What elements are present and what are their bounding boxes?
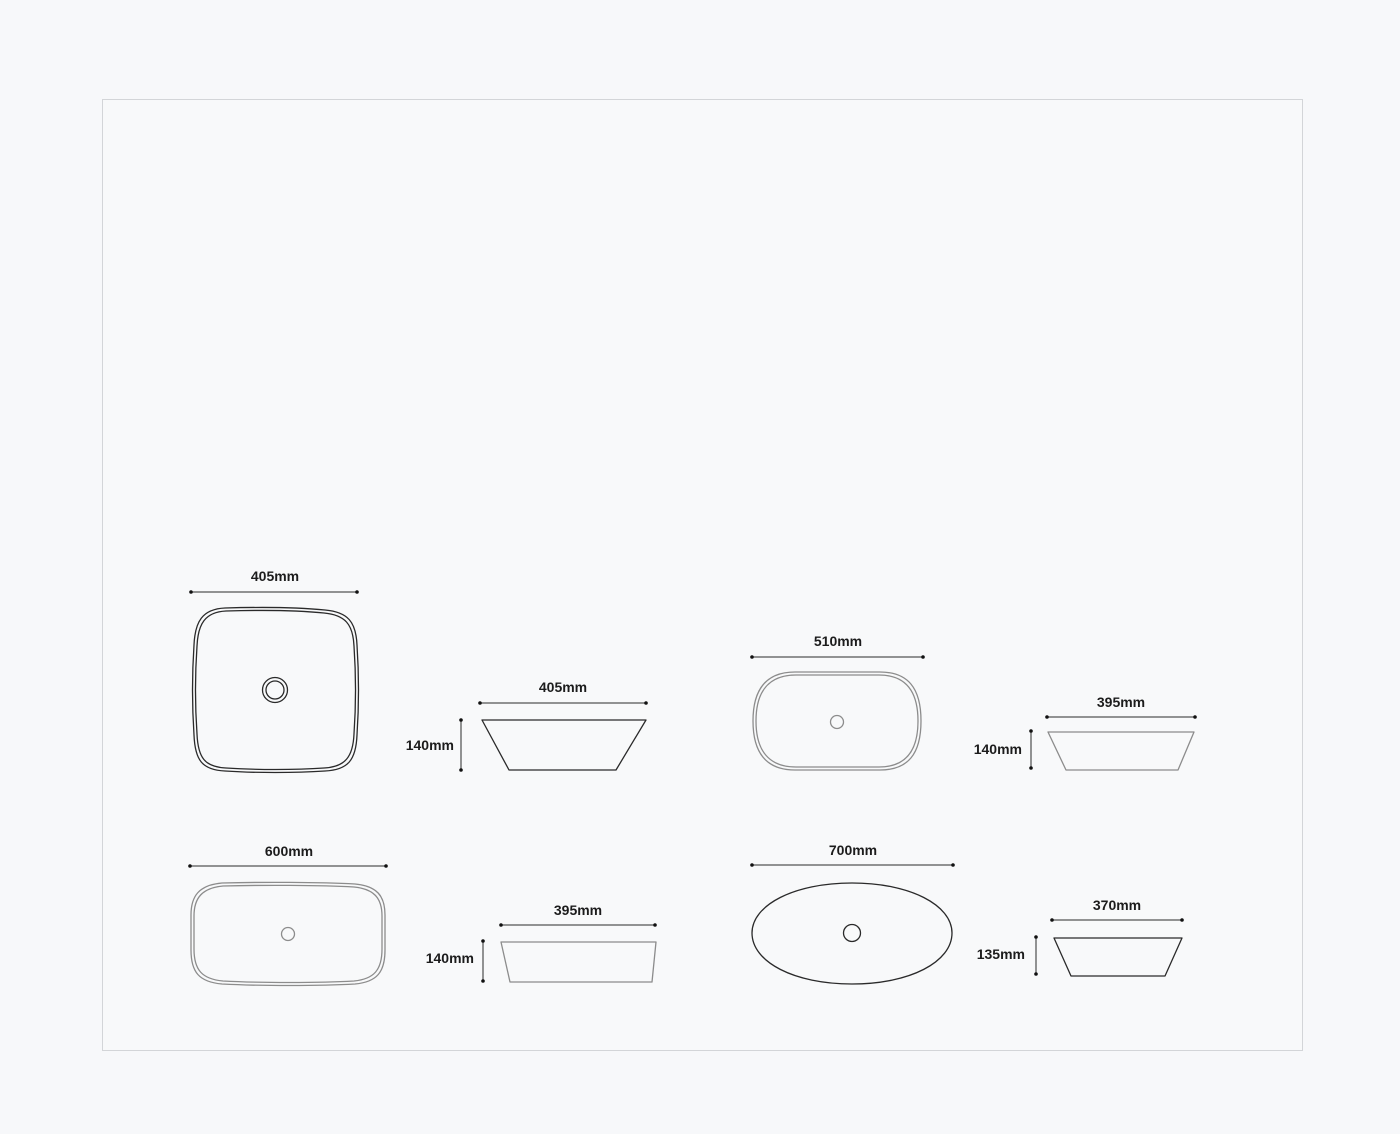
- basin-1-top-view: [191, 606, 360, 774]
- basin-4-outline: [751, 882, 953, 985]
- basin-3-outline-inner: [193, 884, 383, 984]
- basin-2-side-width-label: 395mm: [1096, 694, 1146, 710]
- basin-3-top-width-label: 600mm: [264, 843, 314, 859]
- basin-3-side-height-label: 140mm: [425, 950, 474, 966]
- basin-3-side-width-label: 395mm: [553, 902, 603, 918]
- basin-1-outline: [191, 606, 360, 774]
- basin-2-top-width-label: 510mm: [813, 633, 863, 649]
- basin-2-profile: [1047, 731, 1195, 771]
- basin-4-top-width-label: 700mm: [828, 842, 878, 858]
- basin-2-outline: [752, 671, 922, 771]
- dimension-endpoints: [188, 590, 1197, 983]
- basin-4-profile: [1053, 937, 1183, 977]
- basin-4-side-view: [1053, 937, 1183, 977]
- basin-1-profile: [481, 719, 647, 771]
- basin-1-outline-inner: [194, 609, 357, 771]
- basin-1-side-height-label: 140mm: [405, 737, 454, 753]
- basin-3-top-view: [190, 881, 386, 987]
- basin-1-top-width-label: 405mm: [250, 568, 300, 584]
- drawing-frame: [102, 99, 1303, 1051]
- basin-1-drain-inner: [265, 680, 285, 700]
- basin-3-outline: [190, 881, 386, 987]
- basin-4-side-width-label: 370mm: [1092, 897, 1142, 913]
- basin-1-drain: [261, 676, 289, 704]
- basin-4-side-height-label: 135mm: [976, 946, 1025, 962]
- basin-2-drain: [829, 714, 845, 730]
- basin-1-side-view: [481, 719, 647, 771]
- basin-2-side-height-label: 140mm: [973, 741, 1022, 757]
- basin-2-side-view: [1047, 731, 1195, 771]
- basin-3-profile: [500, 941, 657, 983]
- basin-3-side-view: [500, 941, 657, 983]
- basin-1-side-width-label: 405mm: [538, 679, 588, 695]
- basin-2-top-view: [752, 671, 922, 771]
- basin-4-drain: [842, 923, 862, 943]
- basin-2-outline-inner: [755, 674, 919, 768]
- basin-4-top-view: [751, 882, 953, 985]
- dimension-lines: [190, 591, 1195, 981]
- basin-3-drain: [280, 926, 296, 942]
